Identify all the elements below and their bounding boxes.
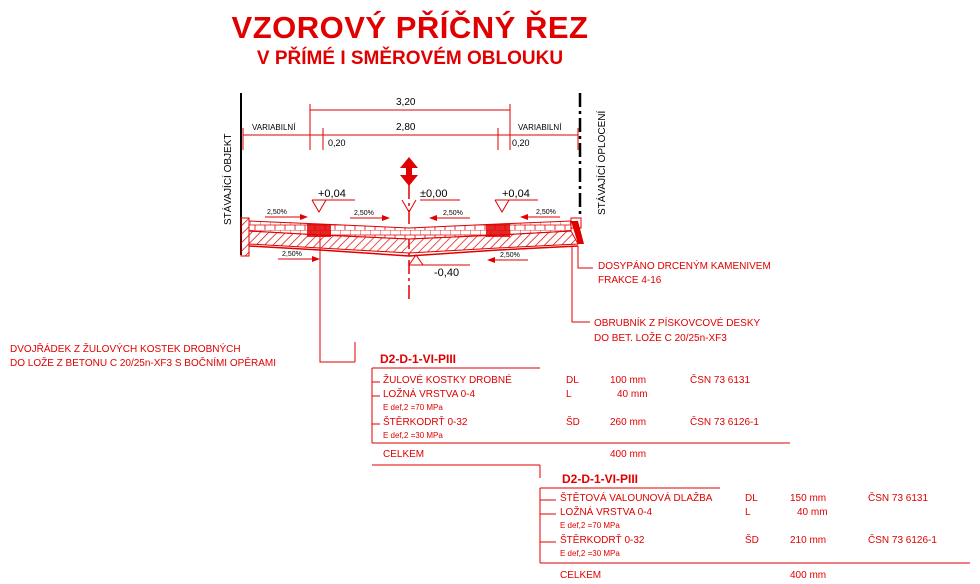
svg-text:E def,2 =70 MPa: E def,2 =70 MPa xyxy=(560,521,620,530)
note-right1-line2: FRAKCE 4-16 xyxy=(598,275,662,286)
page-title: VZOROVÝ PŘÍČNÝ ŘEZ xyxy=(231,10,589,45)
svg-text:L: L xyxy=(745,507,751,518)
svg-text:2,50%: 2,50% xyxy=(500,252,520,259)
dim-left-small: 0,20 xyxy=(328,138,346,148)
svg-text:ČSN 73 6126-1: ČSN 73 6126-1 xyxy=(690,415,759,428)
leader-lines xyxy=(319,236,593,363)
svg-text:ČSN 73 6131: ČSN 73 6131 xyxy=(690,373,750,386)
svg-text:L: L xyxy=(566,389,572,400)
pavement-layers xyxy=(248,220,584,257)
svg-text:ŠD: ŠD xyxy=(566,415,580,428)
dim-inner: 2,80 xyxy=(396,122,416,133)
dim-variable-right: VARIABILNÍ xyxy=(518,123,562,132)
existing-fence xyxy=(570,93,582,229)
svg-text:E def,2 =30 MPa: E def,2 =30 MPa xyxy=(560,549,620,558)
slope-marks: 2,50% 2,50% 2,50% 2,50% 2,50% 2,50% xyxy=(265,209,560,263)
svg-text:40 mm: 40 mm xyxy=(797,507,828,518)
svg-text:40 mm: 40 mm xyxy=(617,389,648,400)
svg-text:ŠTĚRKODRŤ 0-32: ŠTĚRKODRŤ 0-32 xyxy=(383,415,468,428)
dim-total: 3,20 xyxy=(396,97,416,108)
dim-right-small: 0,20 xyxy=(512,138,530,148)
svg-text:ŠTĚTOVÁ VALOUNOVÁ DLAŽBA: ŠTĚTOVÁ VALOUNOVÁ DLAŽBA xyxy=(560,491,713,504)
svg-text:ČSN 73 6126-1: ČSN 73 6126-1 xyxy=(868,533,937,546)
svg-text:260 mm: 260 mm xyxy=(610,417,646,428)
svg-text:LOŽNÁ VRSTVA 0-4: LOŽNÁ VRSTVA 0-4 xyxy=(383,387,476,400)
level-center: ±0,00 xyxy=(420,188,447,200)
note-right1-line1: DOSYPÁNO DRCENÝM KAMENIVEM xyxy=(598,259,771,272)
level-marks xyxy=(311,199,538,266)
svg-text:E def,2 =70 MPa: E def,2 =70 MPa xyxy=(383,403,443,412)
level-left: +0,04 xyxy=(318,188,346,200)
svg-text:DL: DL xyxy=(745,493,758,504)
dimension-lines xyxy=(242,104,579,150)
svg-text:D2-D-1-VI-PIII: D2-D-1-VI-PIII xyxy=(562,472,638,486)
pavement-table-1: D2-D-1-VI-PIII ŽULOVÉ KOSTKY DROBNÉ DL 1… xyxy=(371,352,790,478)
svg-text:DL: DL xyxy=(566,375,579,386)
svg-text:CELKEM: CELKEM xyxy=(383,449,424,460)
svg-text:2,50%: 2,50% xyxy=(443,210,463,217)
note-right2-line1: OBRUBNÍK Z PÍSKOVCOVÉ DESKY xyxy=(594,316,760,329)
existing-building-wall xyxy=(240,93,250,257)
svg-text:D2-D-1-VI-PIII: D2-D-1-VI-PIII xyxy=(380,352,456,366)
svg-text:400 mm: 400 mm xyxy=(790,570,826,581)
note-right2-line2: DO BET. LOŽE C 20/25n-XF3 xyxy=(594,331,727,344)
label-existing-building: STÁVAJÍCÍ OBJEKT xyxy=(221,134,234,226)
double-arrow-icon xyxy=(400,157,418,186)
level-right: +0,04 xyxy=(502,188,530,200)
note-left-line1: DVOJŘÁDEK Z ŽULOVÝCH KOSTEK DROBNÝCH xyxy=(10,342,241,355)
svg-text:ŠD: ŠD xyxy=(745,533,759,546)
pavement-table-2: D2-D-1-VI-PIII ŠTĚTOVÁ VALOUNOVÁ DLAŽBA … xyxy=(539,472,970,581)
dim-variable-left: VARIABILNÍ xyxy=(252,123,296,132)
page-subtitle: V PŘÍMÉ I SMĚROVÉM OBLOUKU xyxy=(256,48,564,69)
svg-text:210 mm: 210 mm xyxy=(790,535,826,546)
svg-text:2,50%: 2,50% xyxy=(536,209,556,216)
svg-text:150 mm: 150 mm xyxy=(790,493,826,504)
label-existing-fence: STÁVAJÍCÍ OPLOCENÍ xyxy=(595,110,608,215)
svg-text:100 mm: 100 mm xyxy=(610,375,646,386)
svg-text:400 mm: 400 mm xyxy=(610,449,646,460)
svg-text:2,50%: 2,50% xyxy=(282,251,302,258)
svg-text:ŠTĚRKODRŤ 0-32: ŠTĚRKODRŤ 0-32 xyxy=(560,533,645,546)
note-left-line2: DO LOŽE Z BETONU C 20/25n-XF3 S BOČNÍMI … xyxy=(10,356,276,369)
svg-text:E def,2 =30 MPa: E def,2 =30 MPa xyxy=(383,431,443,440)
svg-text:2,50%: 2,50% xyxy=(354,210,374,217)
svg-text:2,50%: 2,50% xyxy=(267,209,287,216)
svg-text:CELKEM: CELKEM xyxy=(560,570,601,581)
svg-text:ČSN 73 6131: ČSN 73 6131 xyxy=(868,491,928,504)
svg-text:LOŽNÁ VRSTVA 0-4: LOŽNÁ VRSTVA 0-4 xyxy=(560,505,653,518)
level-bottom: -0,40 xyxy=(434,267,459,279)
svg-text:ŽULOVÉ KOSTKY DROBNÉ: ŽULOVÉ KOSTKY DROBNÉ xyxy=(383,373,512,386)
